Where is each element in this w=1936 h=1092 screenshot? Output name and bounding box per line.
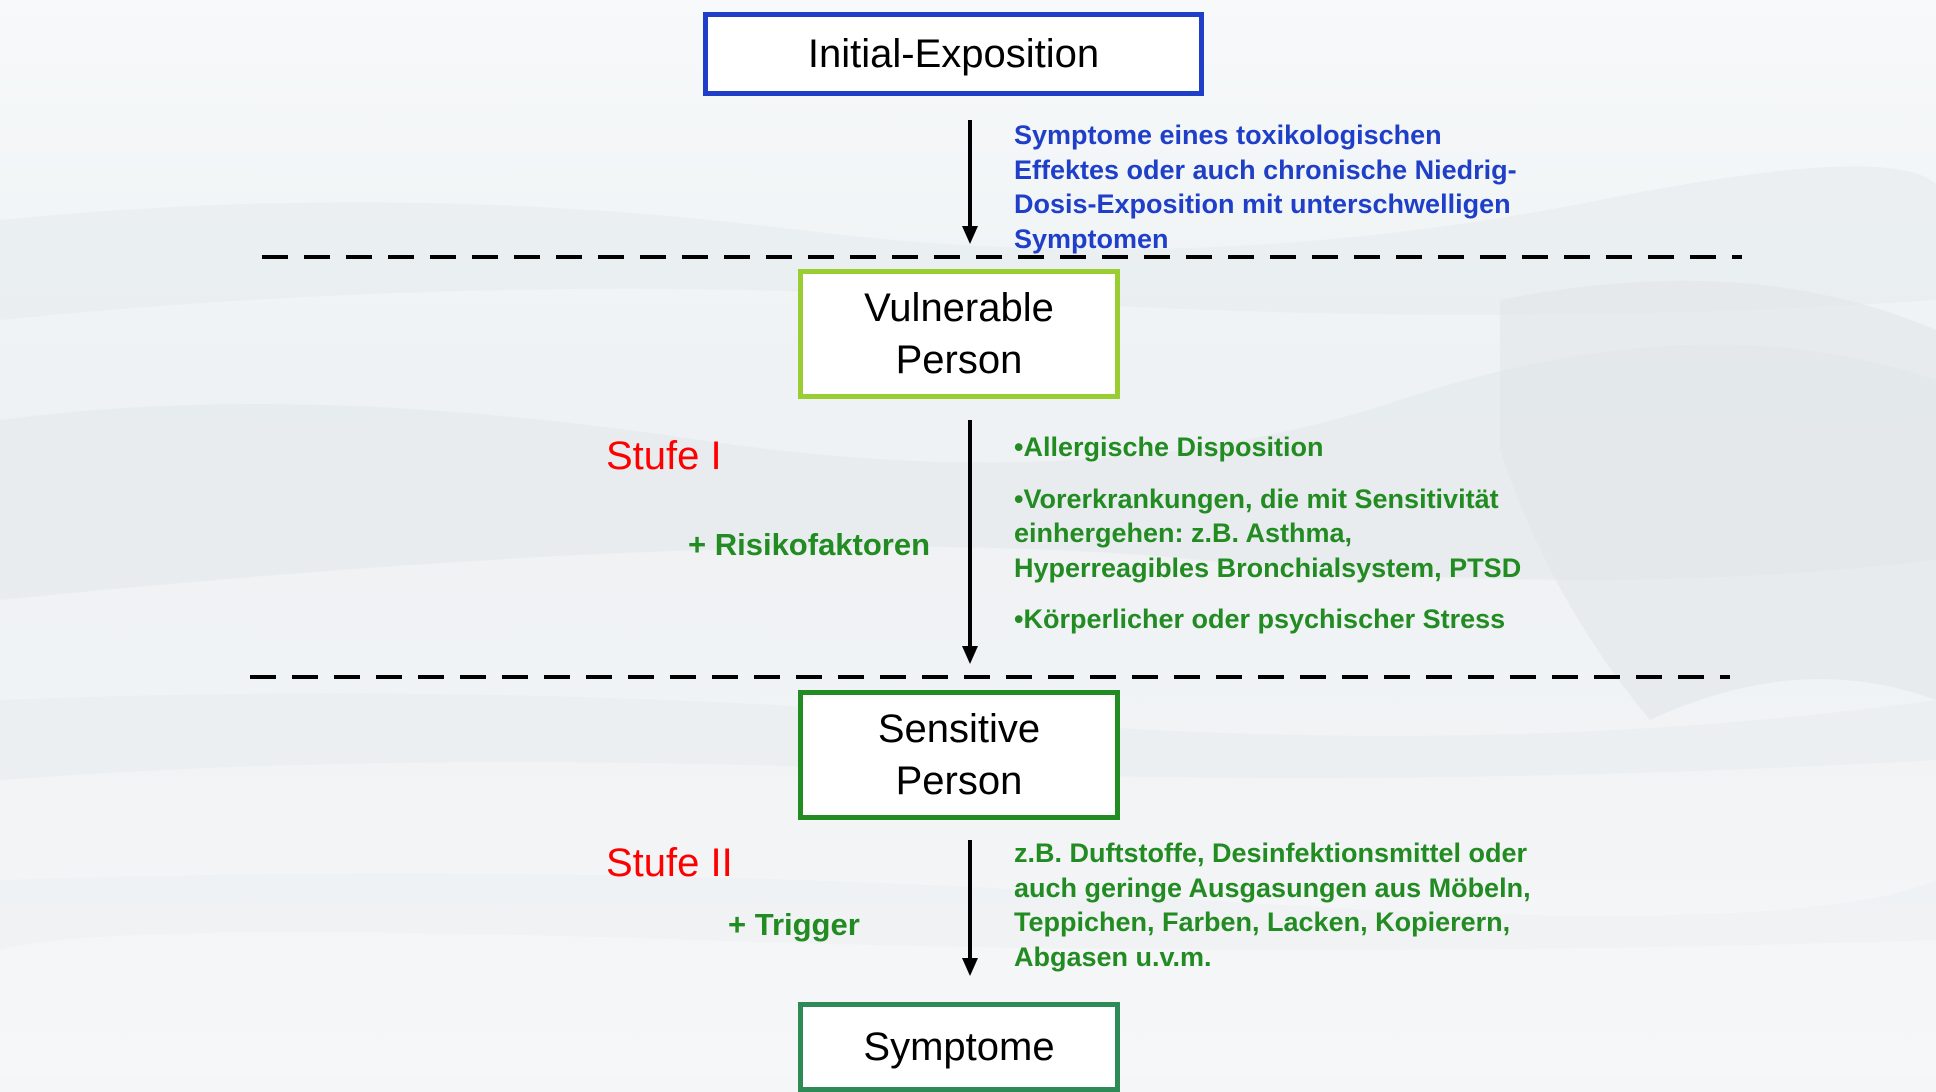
- trigger-note-line-3: Teppichen, Farben, Lacken, Kopierern,: [1014, 907, 1511, 937]
- risk-factors-label: + Risikofaktoren: [688, 527, 931, 562]
- risk-factor-item-2-line-1: •Vorerkrankungen, die mit Sensitivität: [1014, 483, 1499, 514]
- sensitive-person-label-line-1: Sensitive: [877, 707, 1041, 751]
- exposition-note-line-4: Symptomen: [1014, 223, 1169, 254]
- exposition-note-line-1: Symptome eines toxikologischen: [1014, 120, 1442, 150]
- risk-factor-item-1: •Allergische Disposition: [1014, 432, 1324, 462]
- exposition-note-line-2: Effektes oder auch chronische Niedrig-: [1014, 154, 1517, 185]
- exposition-note-line-3: Dosis-Exposition mit unterschwelligen: [1014, 189, 1511, 219]
- arrow-vulnerable-to-sensitive: [962, 420, 978, 664]
- dashed-separator-1: [262, 255, 1742, 259]
- risk-factor-item-2-line-2: einhergehen: z.B. Asthma,: [1014, 518, 1353, 548]
- vulnerable-person-box: Vulnerable Person: [798, 269, 1120, 399]
- risk-factors-list: •Allergische Disposition •Vorerkrankunge…: [1014, 430, 1521, 637]
- dashed-separator-2: [250, 675, 1730, 679]
- arrow-initial-to-vulnerable: [962, 120, 978, 244]
- vulnerable-person-label-line-1: Vulnerable: [864, 286, 1054, 330]
- sensitive-person-box: Sensitive Person: [798, 690, 1120, 820]
- arrow-sensitive-to-symptoms: [962, 840, 978, 976]
- trigger-note-line-1: z.B. Duftstoffe, Desinfektionsmittel ode…: [1014, 838, 1528, 868]
- trigger-note-line-4: Abgasen u.v.m.: [1014, 941, 1212, 972]
- triggers-note: z.B. Duftstoffe, Desinfektionsmittel ode…: [1014, 836, 1531, 974]
- exposition-effect-note: Symptome eines toxikologischen Effektes …: [1014, 118, 1517, 256]
- sensitive-person-label-line-2: Person: [895, 759, 1023, 803]
- symptoms-label: Symptome: [863, 1025, 1055, 1069]
- stage-1-label: Stufe I: [606, 434, 722, 478]
- vulnerable-person-label-line-2: Person: [895, 338, 1023, 382]
- trigger-label: + Trigger: [728, 907, 860, 942]
- trigger-note-line-2: auch geringe Ausgasungen aus Möbeln,: [1014, 872, 1531, 903]
- initial-exposition-label: Initial-Exposition: [807, 32, 1100, 76]
- risk-factor-item-2-line-3: Hyperreagibles Bronchialsystem, PTSD: [1014, 552, 1522, 583]
- stage-2-label: Stufe II: [606, 841, 733, 885]
- initial-exposition-box: Initial-Exposition: [703, 12, 1204, 96]
- symptoms-box: Symptome: [798, 1002, 1120, 1092]
- risk-factor-item-3: •Körperlicher oder psychischer Stress: [1014, 604, 1506, 634]
